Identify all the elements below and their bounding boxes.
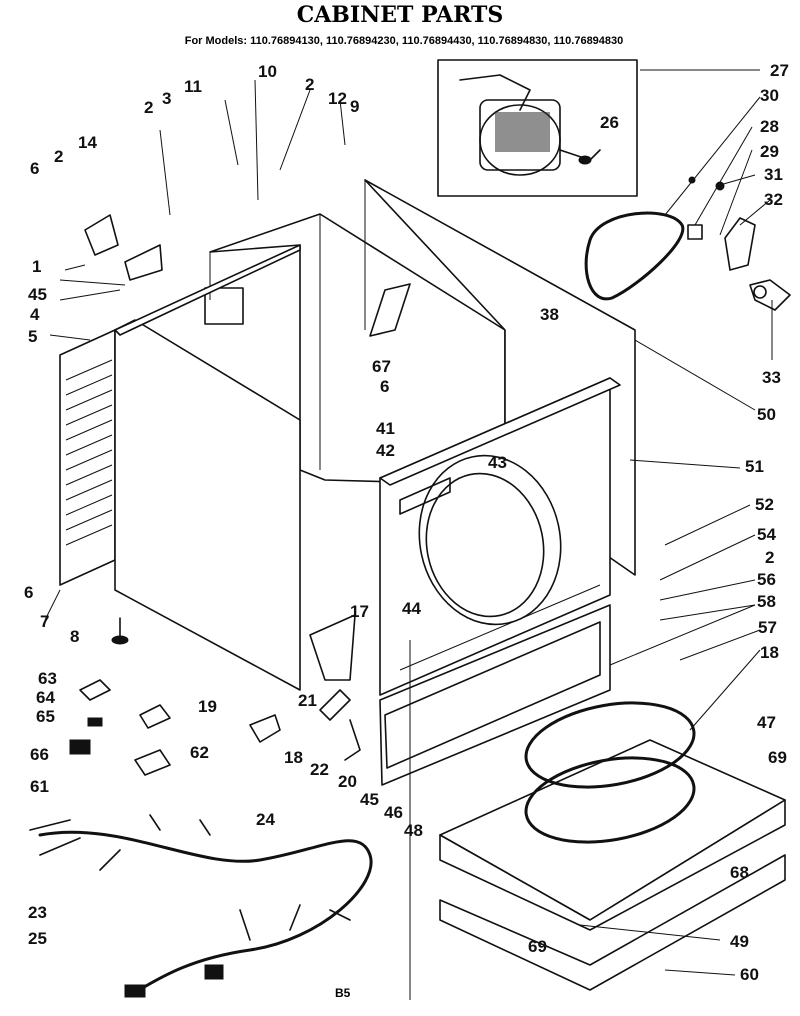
front-panel — [379, 377, 621, 696]
callout-10: 10 — [258, 62, 277, 81]
callout-51: 51 — [745, 457, 764, 476]
diagram-title: CABINET PARTS — [297, 2, 504, 28]
leader-lines — [44, 69, 773, 1000]
callout-41: 41 — [376, 419, 395, 438]
callout-47: 47 — [757, 713, 776, 732]
callout-19: 19 — [198, 697, 217, 716]
callout-69-right: 69 — [768, 748, 787, 767]
callout-52: 52 — [755, 495, 774, 514]
callout-50: 50 — [757, 405, 776, 424]
callout-27: 27 — [770, 61, 789, 80]
callout-63: 63 — [38, 669, 57, 688]
callout-43: 43 — [488, 453, 507, 472]
side-panel-left — [59, 329, 116, 586]
callout-2-left: 2 — [54, 147, 63, 166]
callout-21: 21 — [298, 691, 317, 710]
callout-7: 7 — [40, 612, 49, 631]
small-hardware — [69, 214, 361, 776]
callout-49: 49 — [730, 932, 749, 951]
callout-2-upper-left: 2 — [144, 98, 153, 117]
callout-6-bottom: 6 — [24, 583, 33, 602]
callout-58: 58 — [757, 592, 776, 611]
callout-54: 54 — [757, 525, 776, 544]
model-list: For Models: 110.76894130, 110.76894230, … — [185, 35, 624, 47]
callout-45-bottom: 45 — [360, 790, 379, 809]
callout-57: 57 — [758, 618, 777, 637]
page-code: B5 — [335, 986, 351, 1000]
callout-69-bottom: 69 — [528, 937, 547, 956]
wiring-harness — [29, 814, 373, 998]
callout-26: 26 — [600, 113, 619, 132]
callout-48: 48 — [404, 821, 423, 840]
callout-60: 60 — [740, 965, 759, 984]
toe-plate — [379, 604, 611, 786]
callout-66: 66 — [30, 745, 49, 764]
callout-28: 28 — [760, 117, 779, 136]
callout-25: 25 — [28, 929, 47, 948]
callout-5: 5 — [28, 327, 37, 346]
callout-62: 62 — [190, 743, 209, 762]
idler-assembly — [687, 176, 791, 311]
callout-14: 14 — [78, 133, 97, 152]
callout-labels: 27 30 28 29 31 32 33 50 51 52 54 2 56 58… — [24, 61, 789, 984]
callout-65: 65 — [36, 707, 55, 726]
callout-4: 4 — [30, 305, 40, 324]
callout-67: 67 — [372, 357, 391, 376]
callout-20: 20 — [338, 772, 357, 791]
callout-33: 33 — [762, 368, 781, 387]
callout-30: 30 — [760, 86, 779, 105]
callout-61: 61 — [30, 777, 49, 796]
callout-46: 46 — [384, 803, 403, 822]
callout-9: 9 — [350, 97, 359, 116]
drum-belt — [584, 211, 685, 301]
callout-17: 17 — [350, 602, 369, 621]
callout-42: 42 — [376, 441, 395, 460]
callout-12: 12 — [328, 89, 347, 108]
callout-3: 3 — [162, 89, 171, 108]
callout-22: 22 — [310, 760, 329, 779]
callout-8: 8 — [70, 627, 79, 646]
callout-2-top: 2 — [305, 75, 314, 94]
callout-23: 23 — [28, 903, 47, 922]
callout-2-right: 2 — [765, 548, 774, 567]
callout-68: 68 — [730, 863, 749, 882]
callout-6-mid: 6 — [380, 377, 389, 396]
callout-38: 38 — [540, 305, 559, 324]
callout-64: 64 — [36, 688, 55, 707]
callout-44: 44 — [402, 599, 421, 618]
callout-1: 1 — [32, 257, 41, 276]
callout-32: 32 — [764, 190, 783, 209]
cabinet-base — [439, 701, 786, 991]
motor-assembly — [437, 59, 638, 197]
callout-56: 56 — [757, 570, 776, 589]
callout-29: 29 — [760, 142, 779, 161]
callout-24: 24 — [256, 810, 275, 829]
callout-45-left: 45 — [28, 285, 47, 304]
callout-11: 11 — [184, 77, 202, 96]
callout-31: 31 — [764, 165, 783, 184]
callout-18-left: 18 — [284, 748, 303, 767]
callout-6-top: 6 — [30, 159, 39, 178]
side-panel-front — [114, 244, 301, 691]
callout-18-right: 18 — [760, 643, 779, 662]
